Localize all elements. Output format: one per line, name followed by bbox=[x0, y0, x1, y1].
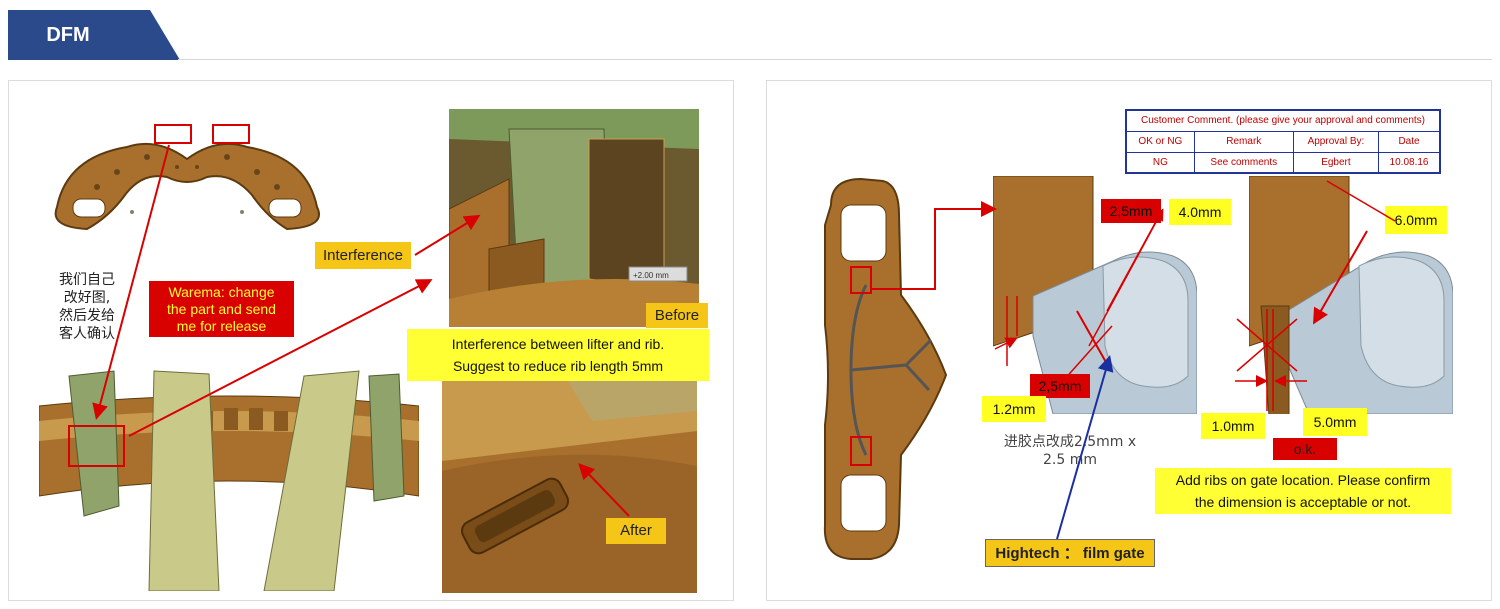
hightech-film-gate-label: Hightech ： film gate bbox=[985, 539, 1155, 567]
section-tab[interactable]: DFM bbox=[8, 10, 180, 60]
comment-table-cell: See comments bbox=[1193, 151, 1294, 174]
measure-tag: +2.00 mm bbox=[633, 271, 669, 280]
dim-label-4-0mm: 4.0mm bbox=[1169, 199, 1231, 225]
comment-table-title: Customer Comment. (please give your appr… bbox=[1125, 109, 1441, 132]
warema-note: Warema: change the part and send me for … bbox=[149, 281, 294, 337]
lifter-section-image bbox=[39, 366, 419, 591]
right-dfm-panel: Customer Comment. (please give your appr… bbox=[766, 80, 1492, 601]
dim-label-1-2mm: 1.2mm bbox=[982, 396, 1046, 422]
left-dfm-panel: +2.00 mm 我们自己 改好图, 然后发给 客人确认 Warema: cha… bbox=[8, 80, 734, 601]
comment-table-header: OK or NG bbox=[1125, 130, 1195, 153]
gate-change-note: 进胶点改成2.5mm x 2.5 mm bbox=[1003, 434, 1137, 468]
gate-detail-image bbox=[993, 176, 1197, 414]
after-image bbox=[442, 371, 697, 593]
comment-table-cell: Egbert bbox=[1292, 151, 1380, 174]
before-image: +2.00 mm bbox=[449, 109, 699, 327]
customer-comment-table: Customer Comment. (please give your appr… bbox=[1125, 109, 1441, 174]
comment-table-header: Remark bbox=[1193, 130, 1294, 153]
header-divider bbox=[178, 59, 1492, 60]
section-tab-label: DFM bbox=[46, 24, 90, 46]
comment-table-cell: NG bbox=[1125, 151, 1195, 174]
chinese-note: 我们自己 改好图, 然后发给 客人确认 bbox=[59, 272, 115, 342]
steering-part-image bbox=[811, 175, 961, 565]
dim-label-6-0mm: 6.0mm bbox=[1385, 206, 1447, 234]
dim-label-5-0mm: 5.0mm bbox=[1303, 408, 1367, 436]
ribs-note: Add ribs on gate location. Please confir… bbox=[1155, 468, 1451, 514]
dim-label-1-0mm: 1.0mm bbox=[1201, 413, 1265, 439]
tab-shape bbox=[8, 10, 180, 60]
interference-issue-text: Interference between lifter and rib. Sug… bbox=[407, 329, 709, 381]
part-overview-image bbox=[37, 117, 337, 247]
ok-label: o.k. bbox=[1273, 438, 1337, 460]
before-label: Before bbox=[646, 303, 708, 328]
interference-label: Interference bbox=[315, 242, 411, 269]
dim-label-2-5mm-lower: 2,5mm bbox=[1030, 374, 1090, 398]
comment-table-header: Approval By: bbox=[1292, 130, 1380, 153]
comment-table-cell: 10.08.16 bbox=[1378, 151, 1441, 174]
comment-table-header: Date bbox=[1378, 130, 1441, 153]
dim-label-2-5mm: 2,5mm bbox=[1101, 199, 1161, 223]
after-label: After bbox=[606, 518, 666, 544]
